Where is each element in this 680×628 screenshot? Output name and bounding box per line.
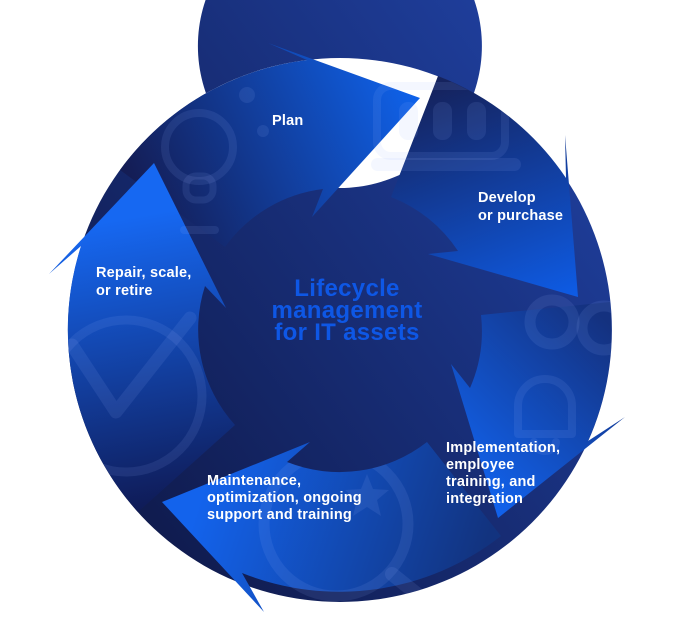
lightbulb-icon	[161, 87, 269, 234]
title-line: management	[271, 297, 422, 324]
label-implementation: Implementation, employee training, and i…	[446, 440, 560, 507]
star-icon	[345, 474, 389, 516]
step-label-line: Plan	[272, 113, 303, 129]
step-label-line: training, and	[446, 474, 536, 490]
step-label-line: Develop	[478, 190, 536, 206]
label-maintenance: Maintenance, optimization, ongoing suppo…	[207, 473, 362, 523]
diagram-title: Lifecycle management for IT assets	[271, 275, 422, 346]
arrow-maintenance	[162, 442, 501, 612]
step-label-line: integration	[446, 491, 523, 507]
arrow-implementation	[451, 302, 625, 518]
label-develop: Develop or purchase	[478, 190, 563, 224]
checkmark-icon	[45, 311, 207, 477]
watermark-icons	[45, 82, 632, 618]
label-plan: Plan	[272, 113, 303, 129]
arrow-plan	[120, 43, 420, 247]
step-label-line: or purchase	[478, 208, 563, 224]
step-label-line: or retire	[96, 283, 153, 299]
arrow-develop	[391, 76, 578, 297]
label-repair: Repair, scale, or retire	[96, 265, 192, 299]
step-label-line: employee	[446, 457, 515, 473]
step-label-line: optimization, ongoing	[207, 490, 362, 506]
title-line: for IT assets	[274, 319, 419, 346]
title-line: Lifecycle	[294, 275, 399, 302]
arrow-repair	[49, 163, 235, 512]
step-label-line: Implementation,	[446, 440, 560, 456]
step-label-line: support and training	[207, 507, 352, 523]
bell-icon	[514, 375, 576, 455]
step-label-line: Repair, scale,	[96, 265, 192, 281]
donut-chart-icon	[524, 294, 632, 356]
bar-chart-icon	[371, 82, 521, 171]
magnifier-icon	[258, 446, 445, 618]
step-label-line: Maintenance,	[207, 473, 301, 489]
